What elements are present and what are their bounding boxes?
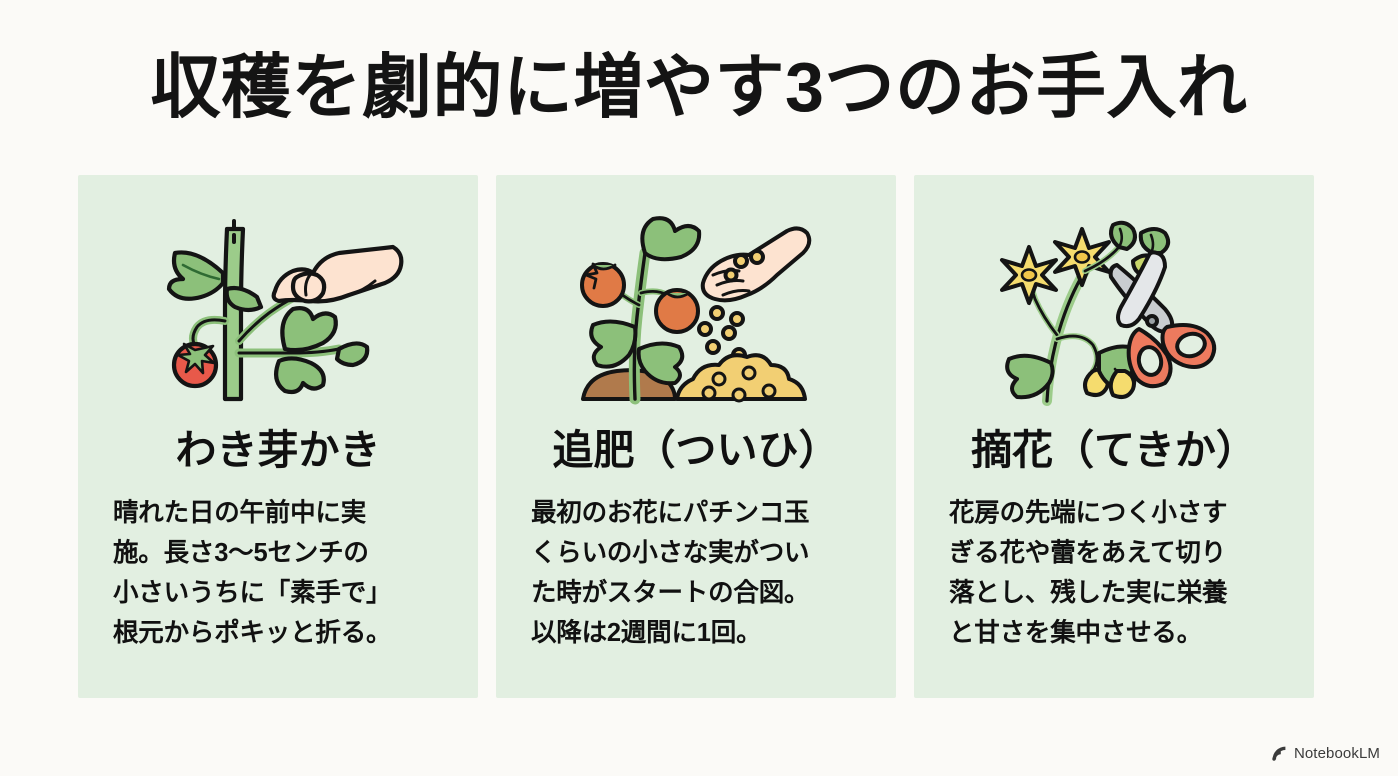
body-line: 花房の先端につく小さす [949,499,1228,527]
tomato-flowers-with-scissors-icon [989,213,1239,406]
card-title: 摘花（てきか） [971,427,1257,473]
card-tsuihi[interactable]: 追肥（ついひ） 最初のお花にパチンコ玉 くらいの小さな実がつい た時がスタートの… [496,175,896,698]
notebooklm-spiral-logo-icon [1271,745,1288,762]
card-waki-me-kaki[interactable]: わき芽かき 晴れた日の午前中に実 施。長さ3〜5センチの 小さいうちに「素手で」… [78,175,478,698]
card-body: 晴れた日の午前中に実 施。長さ3〜5センチの 小さいうちに「素手で」 根元からポ… [113,493,443,653]
body-line: くらいの小さな実がつい [531,539,810,567]
notebooklm-label: NotebookLM [1293,745,1380,762]
body-line: ぎる花や蕾をあえて切り [949,539,1227,567]
card-row: わき芽かき 晴れた日の午前中に実 施。長さ3〜5センチの 小さいうちに「素手で」… [78,175,1314,698]
card-title: わき芽かき [175,427,381,473]
notebooklm-watermark: NotebookLM [1271,745,1380,762]
body-line: 小さいうちに「素手で」 [113,579,392,607]
page-title: 収穫を劇的に増やす3つのお手入れ [150,48,1248,126]
body-line: 落とし、残した実に栄養 [949,579,1228,607]
body-line: 根元からポキッと折る。 [113,619,392,647]
tomato-plant-hand-pinching-sucker-icon [153,213,404,403]
body-line: 以降は2週間に1回。 [531,619,762,647]
body-line: 施。長さ3〜5センチの [113,539,369,567]
body-line: 最初のお花にパチンコ玉 [531,499,810,527]
tomato-plant-hand-scattering-fertilizer-icon [571,213,821,405]
body-line: と甘さを集中させる。 [949,619,1203,647]
body-line: た時がスタートの合図。 [531,579,810,607]
card-body: 最初のお花にパチンコ玉 くらいの小さな実がつい た時がスタートの合図。 以降は2… [531,493,861,653]
card-body: 花房の先端につく小さす ぎる花や蕾をあえて切り 落とし、残した実に栄養 と甘さを… [949,493,1279,653]
card-title: 追肥（ついひ） [552,427,840,473]
body-line: 晴れた日の午前中に実 [113,499,367,527]
card-tekika[interactable]: 摘花（てきか） 花房の先端につく小さす ぎる花や蕾をあえて切り 落とし、残した実… [914,175,1314,698]
